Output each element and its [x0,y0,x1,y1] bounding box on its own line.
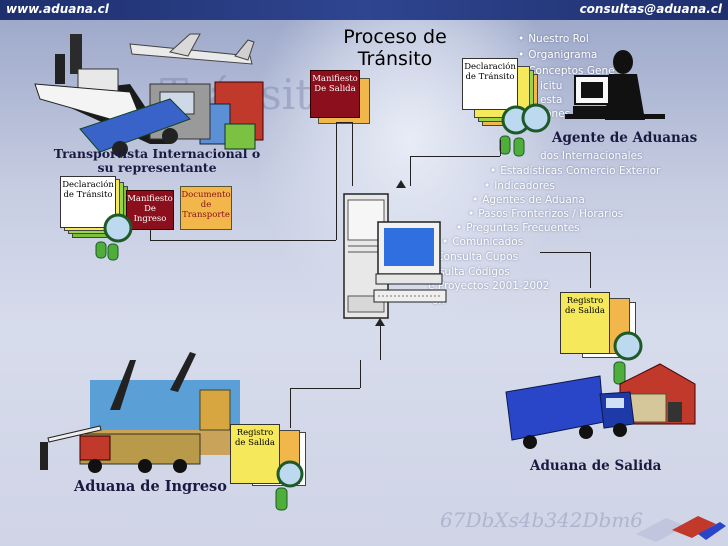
doc-registro-salida-right: Registro de Salida [560,292,610,354]
connector-line [410,156,500,157]
server-computer-icon [338,186,448,326]
connector-line [336,122,352,123]
connector-line [360,360,361,388]
doc-documento-transporte: Documento de Transporte [180,186,232,230]
menu-item: icitu [540,80,562,92]
menu-item: •Indicadores [484,180,555,192]
magnifier-icon [266,458,316,518]
title-line-2: Tránsito [310,48,480,70]
menu-item: •Estadísticas Comercio Exterior [490,165,660,177]
connector-line [540,252,590,253]
connector-line [500,140,501,156]
connector-line [150,230,151,240]
connector-line [290,388,360,389]
arrow-icon [396,180,406,190]
connector-line [150,240,336,241]
title-line-1: Proceso de [310,26,480,48]
actor-aduana-salida: Aduana de Salida [530,458,661,474]
connector-line [336,122,337,240]
port-crane-illustration [40,350,250,475]
magnifier-icon [90,212,150,262]
connector-line [590,252,591,288]
actor-aduana-ingreso: Aduana de Ingreso [74,478,227,495]
connector-line [380,326,381,360]
menu-item: •Preguntas Frecuentes [456,222,580,234]
code-watermark: 67DbXs4b342Dbm6 [440,508,643,532]
connector-line [290,388,291,428]
ship-plane-illustration [20,14,280,159]
arrow-icon [375,318,385,328]
agent-computer-illustration [565,40,675,130]
menu-item: •Pasos Fronterizos / Horarios [468,208,623,220]
connector-line [352,122,353,186]
connector-line [410,156,411,186]
actor-transportista: Transportista Internacional o su represe… [52,147,262,175]
doc-manifiesto-salida: Manifiesto De Salida [310,70,360,118]
truck-warehouse-illustration [500,364,700,454]
menu-item: •Agentes de Aduana [472,194,585,206]
diagram-title: Proceso de Tránsito [310,26,480,70]
actor-agente: Agente de Aduanas [552,130,697,146]
decorative-ribbon-icon [636,512,726,542]
header-email[interactable]: consultas@aduana.cl [580,2,722,16]
menu-item: •Comunicados [442,236,523,248]
